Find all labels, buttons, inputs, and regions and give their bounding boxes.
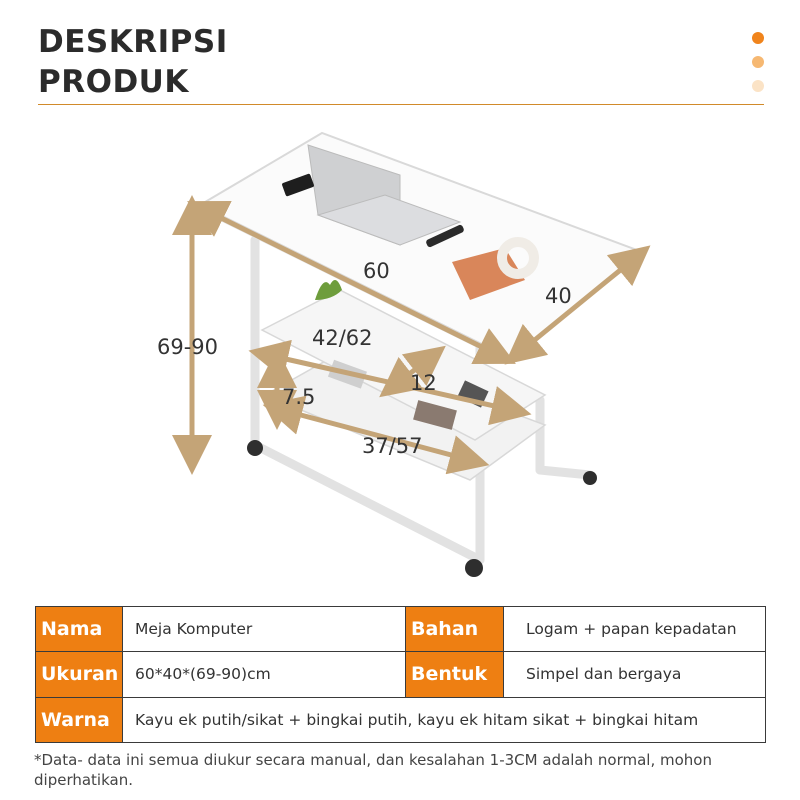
dim-height-label: 69-90 bbox=[157, 335, 218, 359]
casters bbox=[247, 440, 597, 577]
title-line-1: DESKRIPSI bbox=[38, 24, 228, 60]
spec-row: Ukuran 60*40*(69-90)cm Bentuk Simpel dan… bbox=[35, 651, 766, 698]
accent-dots bbox=[752, 32, 766, 104]
spec-value-nama: Meja Komputer bbox=[122, 605, 406, 653]
accent-dot-2 bbox=[752, 56, 764, 68]
spec-table: Nama Meja Komputer Bahan Logam + papan k… bbox=[35, 605, 766, 744]
accent-dot-3 bbox=[752, 80, 764, 92]
dim-lower-shelf-label: 37/57 bbox=[362, 434, 423, 458]
spec-key-bahan: Bahan bbox=[405, 605, 504, 653]
spec-value-ukuran: 60*40*(69-90)cm bbox=[122, 651, 406, 698]
dimension-arrows bbox=[172, 195, 651, 475]
dim-shelf-depth-label: 12 bbox=[410, 371, 437, 395]
desk-illustration: 60 40 69-90 42/62 12 7.5 37/57 bbox=[157, 131, 651, 577]
spec-value-warna: Kayu ek putih/sikat + bingkai putih, kay… bbox=[122, 696, 766, 744]
spec-row: Nama Meja Komputer Bahan Logam + papan k… bbox=[35, 605, 766, 653]
phone bbox=[282, 173, 314, 197]
page-title: DESKRIPSI PRODUK bbox=[38, 22, 228, 102]
dim-shelf-width-label: 42/62 bbox=[312, 326, 373, 350]
spec-value-bahan: Logam + papan kepadatan bbox=[503, 605, 766, 653]
spec-key-bentuk: Bentuk bbox=[405, 651, 504, 698]
spec-key-nama: Nama bbox=[35, 605, 123, 653]
dim-shelf-gap-label: 7.5 bbox=[282, 385, 315, 409]
spec-key-ukuran: Ukuran bbox=[35, 651, 123, 698]
title-line-2: PRODUK bbox=[38, 64, 189, 100]
dim-depth-label: 40 bbox=[545, 284, 572, 308]
dim-width-label: 60 bbox=[363, 259, 390, 283]
spec-key-warna: Warna bbox=[35, 696, 123, 744]
spec-value-bentuk: Simpel dan bergaya bbox=[503, 651, 766, 698]
desktop-surface bbox=[197, 131, 648, 360]
accent-dot-1 bbox=[752, 32, 764, 44]
header-divider bbox=[38, 104, 764, 105]
spec-row: Warna Kayu ek putih/sikat + bingkai puti… bbox=[35, 696, 766, 744]
measurement-note: *Data- data ini semua diukur secara manu… bbox=[34, 751, 712, 789]
